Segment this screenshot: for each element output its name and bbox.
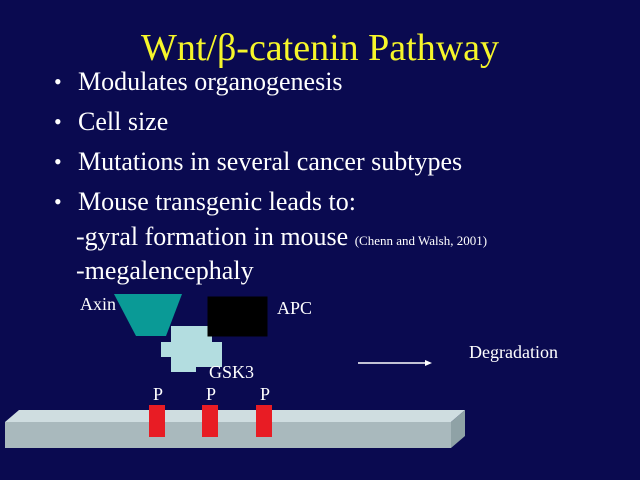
gyral-text: -gyral formation in mouse <box>76 222 349 251</box>
phospho-site <box>149 405 165 437</box>
gsk3-shape <box>161 326 222 372</box>
megalencephaly-line: -megalencephaly <box>76 256 254 285</box>
citation-text: (Chenn and Walsh, 2001) <box>354 233 488 248</box>
phospho-label: P <box>206 384 217 404</box>
bullet-dot-icon: • <box>54 69 62 94</box>
bullet-dot-icon: • <box>54 189 62 214</box>
apc-shape <box>207 296 268 337</box>
degradation-label: Degradation <box>469 342 558 362</box>
axin-shape <box>114 294 182 336</box>
bullet-text: Cell size <box>78 107 169 136</box>
axin-label: Axin <box>80 294 116 314</box>
apc-label: APC <box>277 298 313 318</box>
bullet-dot-icon: • <box>54 109 62 134</box>
arrow-head-icon <box>425 360 432 366</box>
phospho-site <box>202 405 218 437</box>
membrane-top-face <box>5 410 465 422</box>
phospho-site <box>256 405 272 437</box>
membrane-bar <box>5 422 451 448</box>
gsk3-label: GSK3 <box>209 362 255 382</box>
bullet-text: Mouse transgenic leads to: <box>78 187 356 216</box>
gyral-line: -gyral formation in mouse (Chenn and Wal… <box>76 222 487 252</box>
phospho-label: P <box>153 384 164 404</box>
bullet-text: Mutations in several cancer subtypes <box>78 147 463 176</box>
membrane-side-face <box>451 410 465 448</box>
bullet-text: Modulates organogenesis <box>78 67 343 96</box>
bullet-dot-icon: • <box>54 149 62 174</box>
phospho-label: P <box>260 384 271 404</box>
slide-title: Wnt/β-catenin Pathway <box>140 27 500 69</box>
